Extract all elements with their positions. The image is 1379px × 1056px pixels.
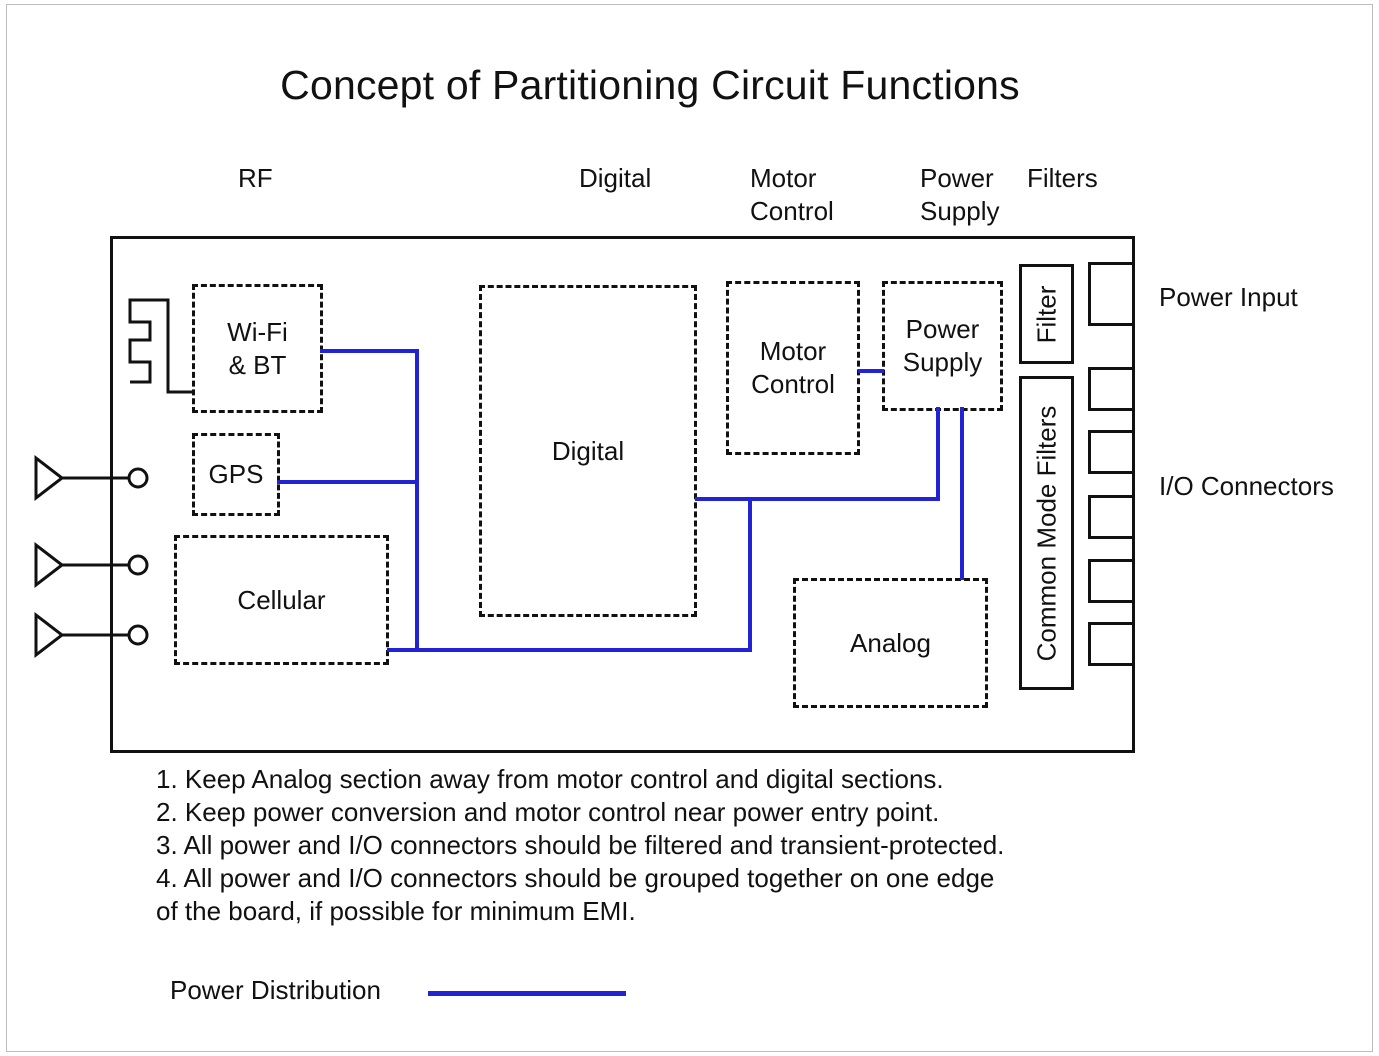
block-digital: Digital [479,285,697,617]
header-digital: Digital [579,163,652,193]
diagram-title: Concept of Partitioning Circuit Function… [280,62,1020,108]
pcb-antenna [128,298,192,394]
header-rf: RF [238,163,273,193]
connector-io-3 [1088,495,1132,539]
power-line-wifi [320,349,419,650]
antenna-3 [34,611,149,659]
connector-io-4 [1088,559,1132,603]
connector-power-input [1088,262,1132,326]
label-power-input: Power Input [1159,282,1298,312]
connector-io-5 [1088,622,1132,666]
note-1: 1. Keep Analog section away from motor c… [156,764,944,794]
antenna-2 [34,541,149,589]
block-common-mode-filters [1019,376,1074,690]
note-4: 4. All power and I/O connectors should b… [156,863,995,893]
power-distribution-lines [277,349,964,652]
note-3: 3. All power and I/O connectors should b… [156,830,1005,860]
power-line-cellular [387,499,752,652]
legend-power-line [428,991,626,996]
connector-io-1 [1088,367,1132,411]
legend-label: Power Distribution [170,975,381,1005]
circuit-board [110,236,1135,753]
block-gps: GPS [192,433,280,516]
note-2: 2. Keep power conversion and motor contr… [156,797,940,827]
antenna-1 [34,454,149,502]
design-notes: 1. Keep Analog section away from motor c… [156,763,1004,928]
connector-io-2 [1088,430,1132,474]
block-cellular: Cellular [174,535,389,665]
block-wifi-bt: Wi-Fi& BT [192,284,323,413]
block-analog: Analog [793,578,988,708]
image-frame [6,4,1373,1052]
power-line-digital [695,407,940,501]
header-filters: Filters [1027,163,1098,193]
note-4-continued: of the board, if possible for minimum EM… [156,896,636,926]
label-io-connectors: I/O Connectors [1159,471,1334,501]
block-filter [1019,264,1074,364]
